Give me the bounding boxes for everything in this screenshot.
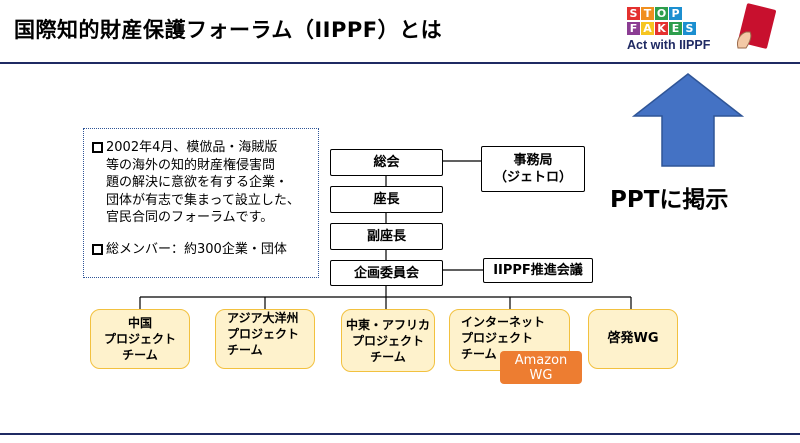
slide-title: 国際知的財産保護フォーラム（IIPPF）とは (14, 18, 443, 42)
team-awareness-wg: 啓発WG (588, 309, 678, 369)
general-assembly-box: 総会 (330, 149, 443, 176)
team-line: プロジェクト (103, 332, 176, 346)
team-line: 中東・アフリカ (345, 317, 430, 332)
secretariat-box: 事務局 （ジェトロ） (481, 146, 585, 192)
stop-fakes-logo: S T O P F A K E S Act with IIPPF (627, 3, 787, 61)
team-middle-east-africa: 中東・アフリカ プロジェクト チーム (341, 309, 435, 372)
info-box: 2002年4月、模倣品・海賊版 等の海外の知的財産権侵害問 題の解決に意欲を有す… (83, 128, 319, 278)
logo-letter: F (627, 22, 640, 35)
vice-chair-box: 副座長 (330, 223, 443, 250)
team-line: チーム (461, 347, 497, 361)
secretariat-org: （ジェトロ） (493, 170, 572, 185)
info-line: 題の解決に意欲を有する企業・ (106, 175, 289, 190)
ppt-label: PPTに掲示 (610, 187, 729, 213)
logo-letter: S (683, 22, 696, 35)
logo-letter: P (669, 7, 682, 20)
team-line: チーム (370, 349, 406, 364)
square-bullet-icon (92, 243, 103, 255)
up-arrow-icon (632, 73, 744, 167)
info-para2: 総メンバー：約300企業・団体 (92, 241, 310, 259)
info-para2-text: 総メンバー：約300企業・団体 (106, 241, 287, 257)
chair-box: 座長 (330, 186, 443, 213)
bottom-rule (0, 433, 800, 435)
logo-letter: T (641, 7, 654, 20)
team-line: インターネット (461, 315, 546, 329)
team-line: チーム (227, 343, 263, 357)
amazon-line: Amazon (514, 352, 568, 368)
logo-tagline: Act with IIPPF (627, 38, 711, 52)
logo-letter: O (655, 7, 668, 20)
title-rule (0, 62, 800, 64)
logo-letter: K (655, 22, 668, 35)
amazon-line: WG (529, 367, 553, 383)
team-line: 中国 (127, 316, 152, 330)
logo-row-fakes: F A K E S (627, 22, 696, 35)
team-line: プロジェクト (351, 333, 424, 348)
info-para1-text: 2002年4月、模倣品・海賊版 等の海外の知的財産権侵害問 題の解決に意欲を有す… (106, 139, 300, 227)
info-line: 官民合同のフォーラムです。 (106, 210, 274, 225)
info-para1: 2002年4月、模倣品・海賊版 等の海外の知的財産権侵害問 題の解決に意欲を有す… (92, 139, 310, 227)
team-china: 中国 プロジェクト チーム (90, 309, 190, 369)
promotion-council-box: IIPPF推進会議 (483, 258, 593, 283)
team-line: アジア大洋州 (227, 311, 299, 325)
red-card-icon (737, 3, 776, 49)
team-line: プロジェクト (227, 327, 300, 341)
planning-committee-box: 企画委員会 (330, 260, 443, 286)
team-asia-pacific: アジア大洋州 プロジェクト チーム (215, 309, 315, 369)
logo-letter: E (669, 22, 682, 35)
logo-letter: A (641, 22, 654, 35)
info-line: 2002年4月、模倣品・海賊版 (106, 140, 278, 155)
amazon-wg-box: Amazon WG (500, 351, 582, 384)
secretariat-name: 事務局 (513, 153, 553, 168)
logo-row-stop: S T O P (627, 7, 682, 20)
team-line: チーム (122, 348, 158, 362)
logo-letter: S (627, 7, 640, 20)
square-bullet-icon (92, 142, 103, 153)
team-line: プロジェクト (461, 331, 534, 345)
info-line: 団体が有志で集まって設立した、 (106, 192, 300, 208)
info-line: 等の海外の知的財産権侵害問 (106, 157, 276, 173)
